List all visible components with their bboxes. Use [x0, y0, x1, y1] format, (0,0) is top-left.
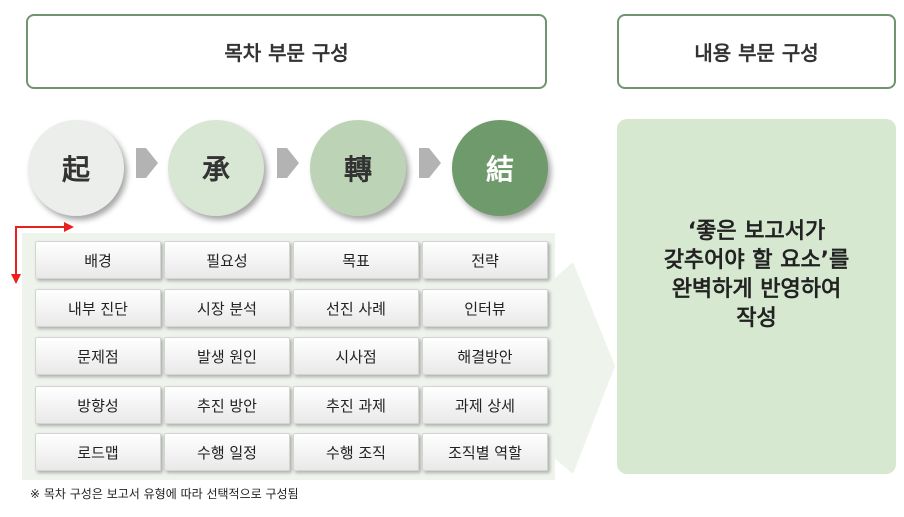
content-panel: ‘좋은 보고서가 갖추어야 할 요소’를 완벽하게 반영하여 작성	[617, 119, 896, 474]
toc-cell: 조직별 역할	[422, 433, 548, 471]
stage-label-seung: 承	[201, 153, 230, 186]
toc-section-header: 목차 부문 구성	[26, 14, 547, 89]
stage-circle-jeon: 轉	[310, 120, 406, 216]
toc-cell: 시사점	[293, 337, 419, 375]
stage-circle-gyeol: 結	[452, 120, 548, 216]
toc-cell: 인터뷰	[422, 289, 548, 327]
chevron-arrow-icon	[136, 148, 158, 178]
toc-cell: 수행 조직	[293, 433, 419, 471]
toc-section-title: 목차 부문 구성	[224, 41, 349, 65]
footnote: ※ 목차 구성은 보고서 유형에 따라 선택적으로 구성됨	[30, 487, 299, 501]
toc-cell: 선진 사례	[293, 289, 419, 327]
toc-cell: 추진 방안	[164, 386, 290, 424]
chevron-arrow-icon	[419, 148, 441, 178]
content-section-title: 내용 부문 구성	[694, 41, 819, 65]
toc-cell: 추진 과제	[293, 386, 419, 424]
content-description: ‘좋은 보고서가 갖추어야 할 요소’를 완벽하게 반영하여 작성	[663, 218, 850, 331]
flow-arrow-icon	[545, 262, 615, 474]
toc-cell: 발생 원인	[164, 337, 290, 375]
toc-cell: 과제 상세	[422, 386, 548, 424]
toc-cell: 전략	[422, 241, 548, 279]
toc-cell: 배경	[35, 241, 161, 279]
chevron-arrow-icon	[277, 148, 299, 178]
toc-cell: 문제점	[35, 337, 161, 375]
stage-circle-gi: 起	[28, 120, 124, 216]
direction-arrows-icon	[11, 222, 74, 284]
toc-cell: 수행 일정	[164, 433, 290, 471]
content-section-header: 내용 부문 구성	[617, 14, 896, 89]
toc-cell: 로드맵	[35, 433, 161, 471]
toc-cell: 시장 분석	[164, 289, 290, 327]
toc-cell: 내부 진단	[35, 289, 161, 327]
toc-cell: 방향성	[35, 386, 161, 424]
stage-label-gi: 起	[61, 153, 90, 186]
toc-cell: 해결방안	[422, 337, 548, 375]
stage-circle-seung: 承	[168, 120, 264, 216]
stage-label-gyeol: 結	[485, 153, 514, 186]
toc-cell: 필요성	[164, 241, 290, 279]
toc-cell: 목표	[293, 241, 419, 279]
stage-label-jeon: 轉	[343, 153, 372, 186]
